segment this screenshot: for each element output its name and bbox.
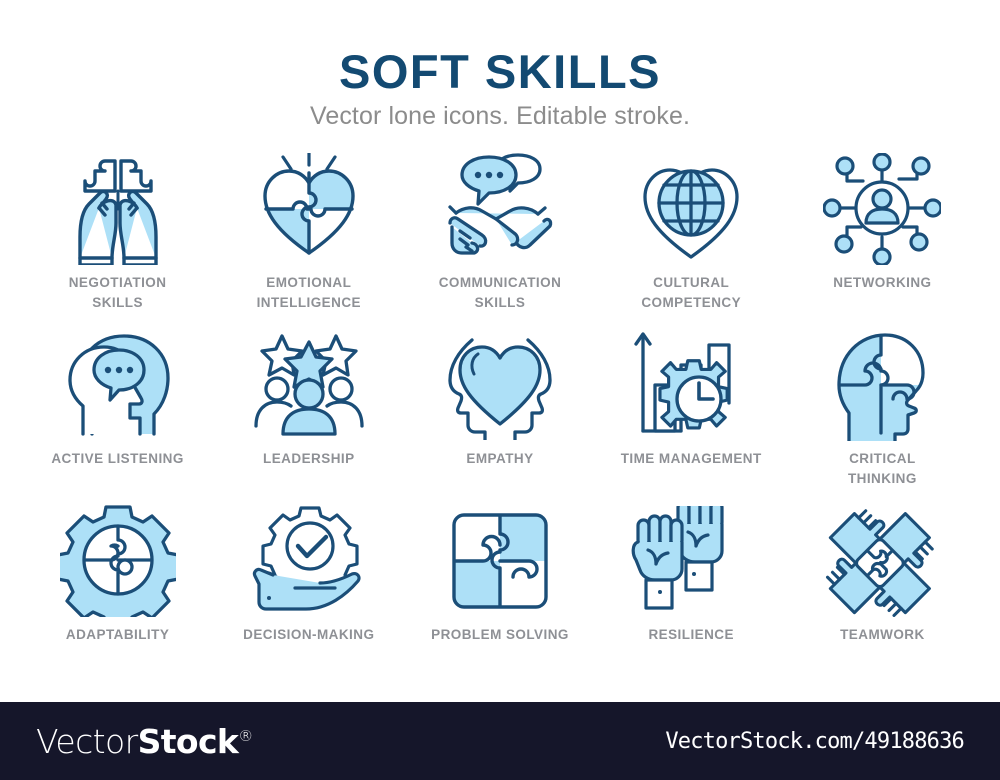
icon-cell-adaptability[interactable]: ADAPTABILITY bbox=[22, 505, 213, 681]
two-hands-puzzle-icon bbox=[58, 153, 178, 265]
icon-label: ADAPTABILITY bbox=[65, 627, 170, 642]
icon-cell-emotional-intelligence[interactable]: EMOTIONAL INTELLIGENCE bbox=[213, 153, 404, 329]
icon-cell-negotiation-skills[interactable]: NEGOTIATION SKILLS bbox=[22, 153, 213, 329]
two-heads-heart-icon bbox=[438, 329, 562, 441]
icon-label: PROBLEM SOLVING bbox=[431, 627, 569, 642]
icon-cell-active-listening[interactable]: ACTIVE LISTENING bbox=[22, 329, 213, 505]
icon-cell-networking[interactable]: NETWORKING bbox=[787, 153, 978, 329]
icon-cell-critical-thinking[interactable]: CRITICAL THINKING bbox=[787, 329, 978, 505]
heart-puzzle-icon bbox=[249, 153, 369, 265]
icon-grid: NEGOTIATION SKILLS bbox=[0, 153, 1000, 681]
brand-name-bold: Stock bbox=[137, 721, 239, 761]
handshake-speech-bubble-icon bbox=[438, 153, 562, 265]
page-subtitle: Vector lone icons. Editable stroke. bbox=[309, 102, 691, 130]
globe-in-heart-icon bbox=[631, 153, 751, 265]
icon-label: COMMUNICATION SKILLS bbox=[438, 275, 562, 310]
icon-cell-decision-making[interactable]: DECISION-MAKING bbox=[213, 505, 404, 681]
poster-header: SOFT SKILLS Vector lone icons. Editable … bbox=[0, 0, 1000, 131]
four-puzzle-pieces-icon bbox=[444, 505, 556, 617]
icon-label: NEGOTIATION SKILLS bbox=[68, 275, 167, 310]
icon-cell-resilience[interactable]: RESILIENCE bbox=[596, 505, 787, 681]
icon-cell-time-management[interactable]: TIME MANAGEMENT bbox=[596, 329, 787, 505]
icon-cell-teamwork[interactable]: TEAMWORK bbox=[787, 505, 978, 681]
icon-cell-problem-solving[interactable]: PROBLEM SOLVING bbox=[404, 505, 595, 681]
icon-cell-empathy[interactable]: EMPATHY bbox=[404, 329, 595, 505]
icon-label: LEADERSHIP bbox=[263, 451, 355, 466]
icon-label: EMPATHY bbox=[466, 451, 534, 466]
icon-label: EMOTIONAL INTELLIGENCE bbox=[256, 275, 361, 310]
icon-label: CRITICAL THINKING bbox=[847, 451, 917, 486]
four-hands-puzzle-icon bbox=[823, 505, 941, 617]
network-nodes-person-icon bbox=[823, 153, 942, 265]
icon-label: TEAMWORK bbox=[840, 627, 925, 642]
gear-puzzle-icon bbox=[59, 505, 176, 617]
two-heads-speech-bubble-icon bbox=[56, 329, 180, 441]
two-raised-fists-icon bbox=[630, 505, 752, 617]
icon-cell-cultural-competency[interactable]: CULTURAL COMPETENCY bbox=[596, 153, 787, 329]
icon-label: DECISION-MAKING bbox=[243, 627, 375, 642]
icon-label: TIME MANAGEMENT bbox=[620, 451, 762, 466]
hand-gear-check-icon bbox=[245, 505, 373, 617]
icon-label: CULTURAL COMPETENCY bbox=[641, 275, 742, 310]
poster-canvas: SOFT SKILLS Vector lone icons. Editable … bbox=[0, 0, 1000, 681]
footer-url: VectorStock.com/49188636 bbox=[665, 728, 964, 754]
icon-cell-communication-skills[interactable]: COMMUNICATION SKILLS bbox=[404, 153, 595, 329]
three-stars-three-people-icon bbox=[246, 329, 372, 441]
head-puzzle-icon bbox=[823, 329, 941, 441]
brand-name-light: Vector bbox=[36, 721, 138, 761]
icon-cell-leadership[interactable]: LEADERSHIP bbox=[213, 329, 404, 505]
page-title: SOFT SKILLS bbox=[339, 45, 661, 98]
registered-trademark-icon: ® bbox=[238, 726, 253, 745]
icon-label: RESILIENCE bbox=[648, 627, 734, 642]
icon-label: NETWORKING bbox=[833, 275, 932, 290]
icon-label: ACTIVE LISTENING bbox=[51, 451, 184, 466]
bar-chart-gear-clock-icon bbox=[629, 329, 753, 441]
